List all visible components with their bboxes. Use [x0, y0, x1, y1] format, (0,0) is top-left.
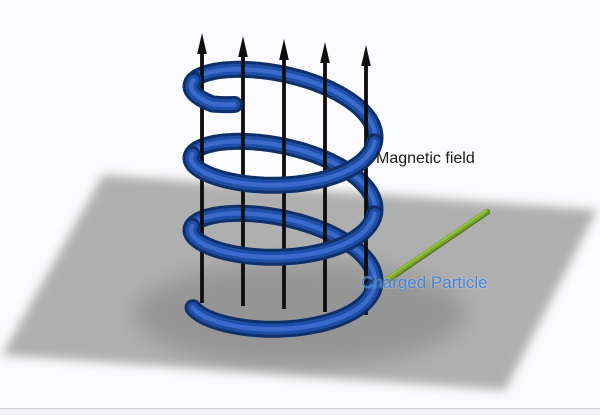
helix-tube-front-layer-2 — [188, 77, 377, 332]
field-arrow-head — [279, 38, 289, 60]
helix-back-arcs — [183, 60, 384, 301]
bottom-bar — [0, 408, 600, 415]
field-arrow-head — [238, 35, 248, 57]
particle-line-layer-2 — [387, 209, 487, 279]
helix-front-arcs — [182, 71, 383, 338]
field-arrow-head — [361, 44, 371, 66]
charged-particle-label: Charged Particle — [361, 273, 488, 292]
charged-particle-trajectory — [385, 208, 491, 283]
helix-tube-back-layer-2 — [190, 67, 378, 294]
magnetic-field-label: Magnetic field — [376, 150, 475, 167]
field-arrow-head — [197, 33, 207, 54]
field-arrow-head — [320, 41, 330, 63]
